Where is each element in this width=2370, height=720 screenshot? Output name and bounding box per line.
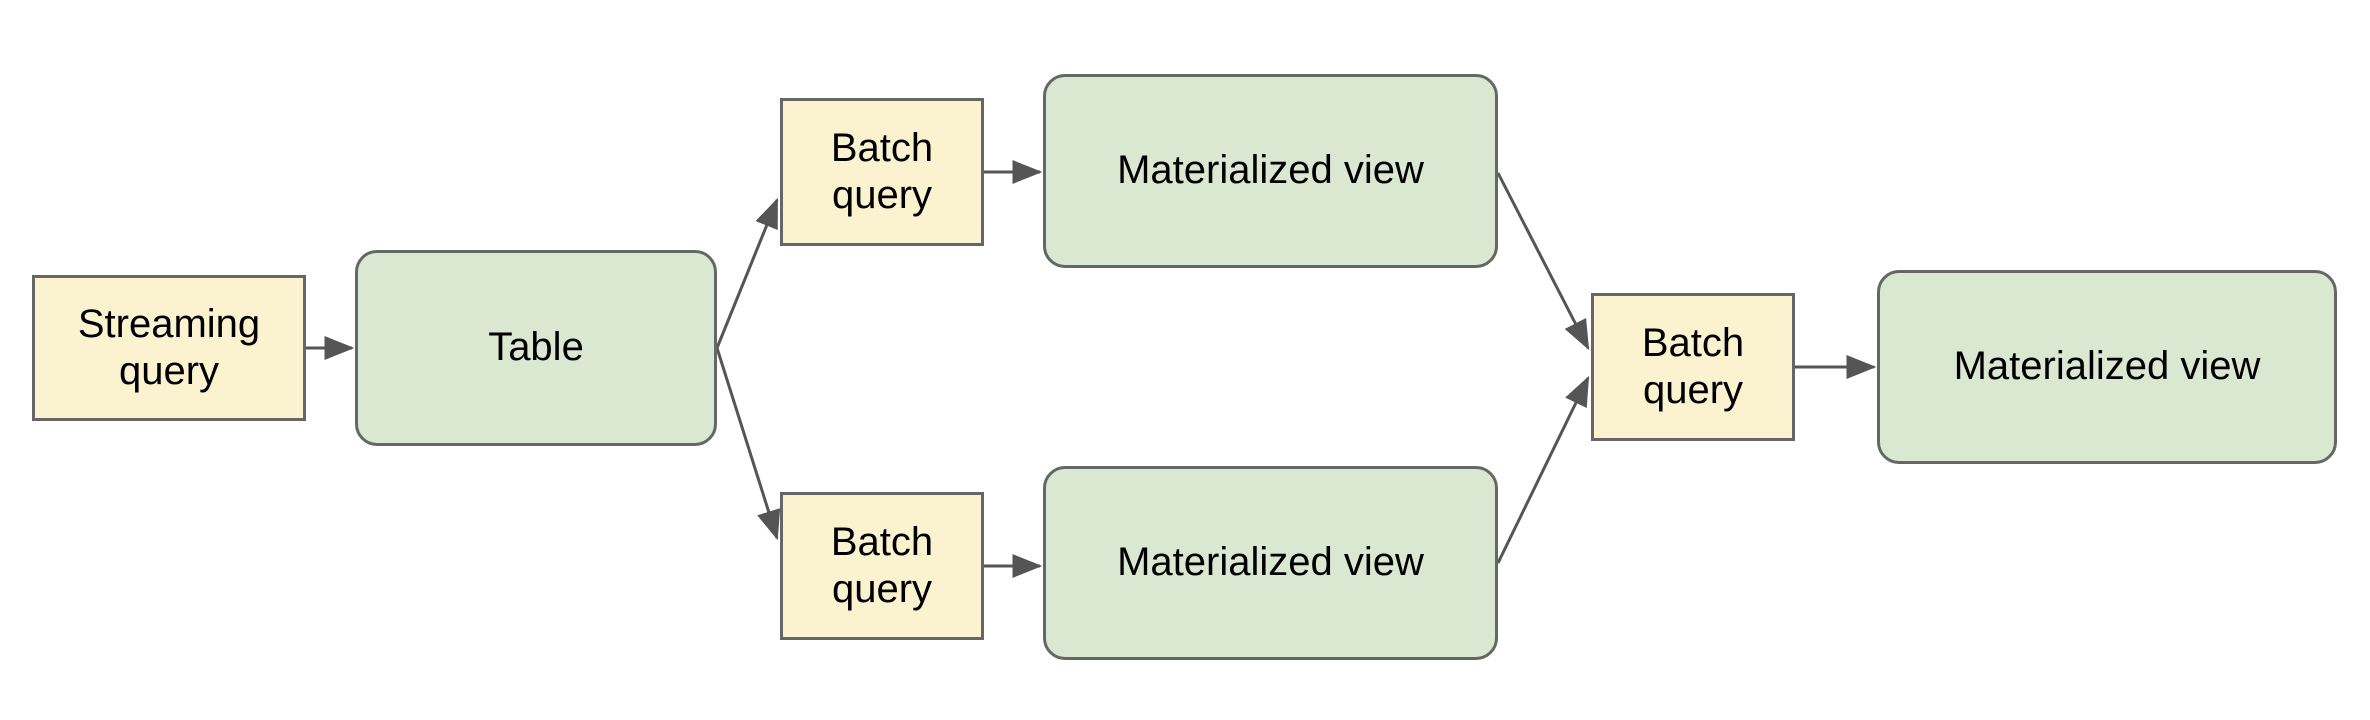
node-streaming-query-label: Streaming query [77,301,261,393]
node-batch-query-merge-label: Batch query [1641,320,1745,412]
node-table[interactable]: Table [355,250,717,446]
node-table-label: Table [488,325,584,370]
node-materialized-view-bottom-label: Materialized view [1117,540,1424,585]
node-materialized-view-top-label: Materialized view [1117,148,1424,193]
node-batch-query-merge[interactable]: Batch query [1591,293,1795,441]
node-materialized-view-top[interactable]: Materialized view [1043,74,1498,268]
edge-materialized-view-bottom-to-batch-query-merge [1496,375,1590,564]
node-materialized-view-final-label: Materialized view [1953,344,2261,389]
node-batch-query-bottom-label: Batch query [830,519,934,611]
node-batch-query-top-label: Batch query [830,125,934,217]
node-materialized-view-bottom[interactable]: Materialized view [1043,466,1498,660]
node-batch-query-top[interactable]: Batch query [780,98,984,246]
edge-materialized-view-top-to-batch-query-merge [1496,172,1590,351]
node-batch-query-bottom[interactable]: Batch query [780,492,984,640]
node-streaming-query[interactable]: Streaming query [32,275,306,421]
edge-table-to-batch-query-bottom [715,347,781,541]
edge-table-to-batch-query-top [715,197,779,349]
node-materialized-view-final[interactable]: Materialized view [1877,270,2337,464]
